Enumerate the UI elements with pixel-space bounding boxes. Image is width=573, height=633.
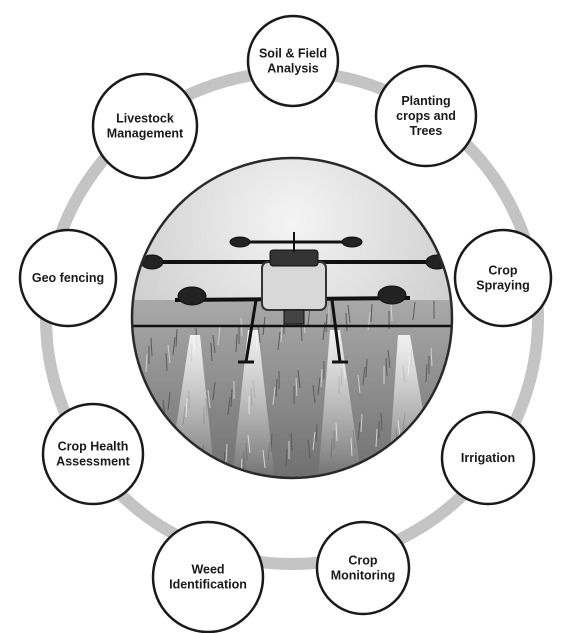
node-circle — [91, 72, 199, 180]
node-label: Planting — [401, 94, 450, 108]
node-label: Crop Health — [58, 440, 129, 454]
node-label: Irrigation — [461, 451, 515, 465]
node-circle — [18, 228, 118, 328]
node-label: Trees — [410, 124, 443, 138]
node-label: Monitoring — [331, 569, 396, 583]
drone-icon — [132, 232, 452, 364]
node-circle — [315, 520, 411, 616]
node-label: Spraying — [476, 279, 530, 293]
node-circle — [440, 410, 536, 506]
node-label: Livestock — [116, 112, 174, 126]
node-circle — [41, 402, 145, 506]
node-circle — [151, 520, 265, 633]
node-label: Management — [107, 127, 184, 141]
node-label: crops and — [396, 109, 456, 123]
node-circle — [374, 64, 478, 168]
node-label: Analysis — [267, 62, 318, 76]
node-label: Geo fencing — [32, 271, 104, 285]
node-geofencing: Geo fencing — [18, 228, 118, 328]
node-circle — [453, 228, 553, 328]
node-label: Crop — [348, 554, 378, 568]
node-label: Soil & Field — [259, 47, 327, 61]
node-irrigation: Irrigation — [440, 410, 536, 506]
node-label: Assessment — [56, 455, 130, 469]
node-label: Weed — [191, 563, 224, 577]
node-label: Crop — [488, 264, 518, 278]
node-circle — [246, 14, 340, 108]
node-label: Identification — [169, 578, 247, 592]
